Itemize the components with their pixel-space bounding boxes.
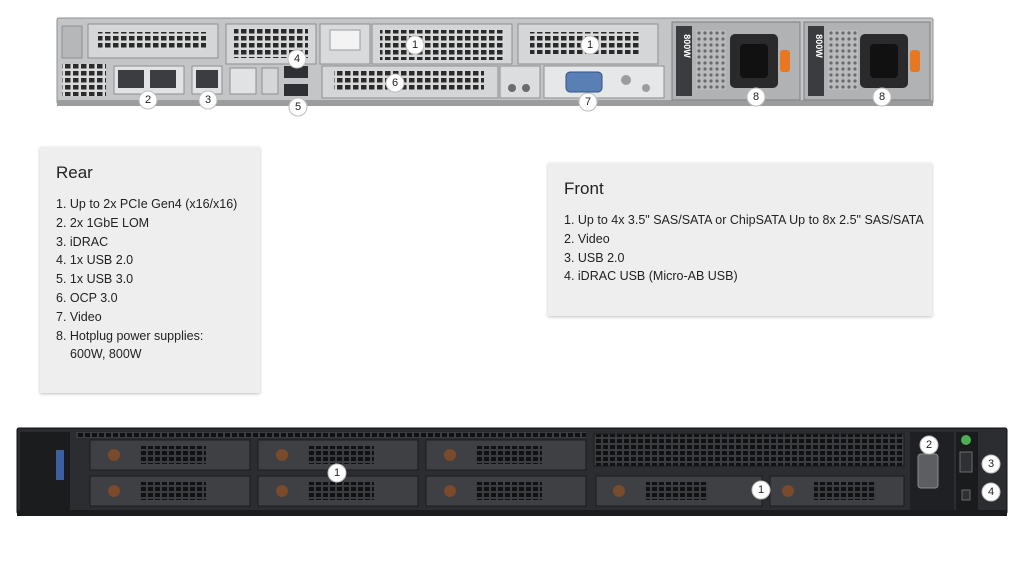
svg-text:8: 8: [753, 91, 759, 103]
svg-text:8: 8: [879, 91, 885, 103]
rear-callout-3: 3: [198, 90, 218, 110]
svg-text:4: 4: [988, 486, 994, 498]
rear-legend-title: Rear: [56, 163, 93, 182]
rear-callout-4: 4: [287, 49, 307, 69]
psu-label-2: 800W: [814, 34, 824, 58]
front-legend-list: 1. Up to 4x 3.5" SAS/SATA or ChipSATA Up…: [564, 211, 924, 286]
rear-callout-6: 6: [385, 73, 405, 93]
svg-text:5: 5: [295, 101, 301, 113]
front-legend-title: Front: [564, 179, 604, 198]
front-callout-1b: 1: [751, 480, 771, 500]
rear-legend-item: 600W, 800W: [70, 347, 142, 362]
psu-label-1: 800W: [682, 34, 692, 58]
front-chassis: [16, 427, 1008, 516]
rear-chassis: [56, 17, 934, 106]
svg-text:1: 1: [412, 39, 418, 51]
rear-callout-1a: 1: [405, 35, 425, 55]
svg-text:2: 2: [145, 94, 151, 106]
rear-legend-item: 5. 1x USB 3.0: [56, 272, 134, 287]
svg-text:6: 6: [392, 77, 398, 89]
front-legend-item: 2. Video: [564, 231, 610, 246]
rear-legend-item: 7. Video: [56, 309, 102, 324]
rear-legend-item: 2. 2x 1GbE LOM: [56, 215, 150, 230]
svg-text:1: 1: [758, 484, 764, 496]
svg-text:3: 3: [205, 94, 211, 106]
rear-callout-8a: 8: [746, 87, 766, 107]
front-legend-item: 4. iDRAC USB (Micro-AB USB): [564, 269, 738, 284]
svg-text:1: 1: [334, 467, 340, 479]
rear-legend-item: 6. OCP 3.0: [56, 290, 118, 305]
front-callout-2: 2: [919, 435, 939, 455]
rear-legend-item: 3. iDRAC: [56, 234, 109, 249]
rear-callout-5: 5: [288, 97, 308, 117]
svg-text:2: 2: [926, 439, 932, 451]
rear-legend-item: 4. 1x USB 2.0: [56, 253, 134, 268]
rear-callout-8b: 8: [872, 87, 892, 107]
svg-text:7: 7: [585, 96, 591, 108]
rear-callout-7: 7: [578, 92, 598, 112]
rear-callout-2: 2: [138, 90, 158, 110]
front-callout-3: 3: [981, 454, 1001, 474]
front-callout-4: 4: [981, 482, 1001, 502]
svg-text:4: 4: [294, 53, 300, 65]
rear-legend-panel: Rear 1. Up to 2x PCIe Gen4 (x16/x16) 2. …: [40, 147, 260, 393]
rear-legend-list: 1. Up to 2x PCIe Gen4 (x16/x16) 2. 2x 1G…: [56, 195, 237, 364]
front-legend-item: 1. Up to 4x 3.5" SAS/SATA or ChipSATA Up…: [564, 213, 924, 227]
front-legend-item: 3. USB 2.0: [564, 250, 625, 265]
rear-legend-item: 1. Up to 2x PCIe Gen4 (x16/x16): [56, 197, 238, 211]
front-callout-1a: 1: [327, 463, 347, 483]
svg-text:1: 1: [587, 39, 593, 51]
front-legend-panel: Front 1. Up to 4x 3.5" SAS/SATA or ChipS…: [548, 163, 932, 316]
rear-legend-item: 8. Hotplug power supplies:: [56, 328, 204, 343]
rear-callout-1b: 1: [580, 35, 600, 55]
svg-text:3: 3: [988, 458, 994, 470]
